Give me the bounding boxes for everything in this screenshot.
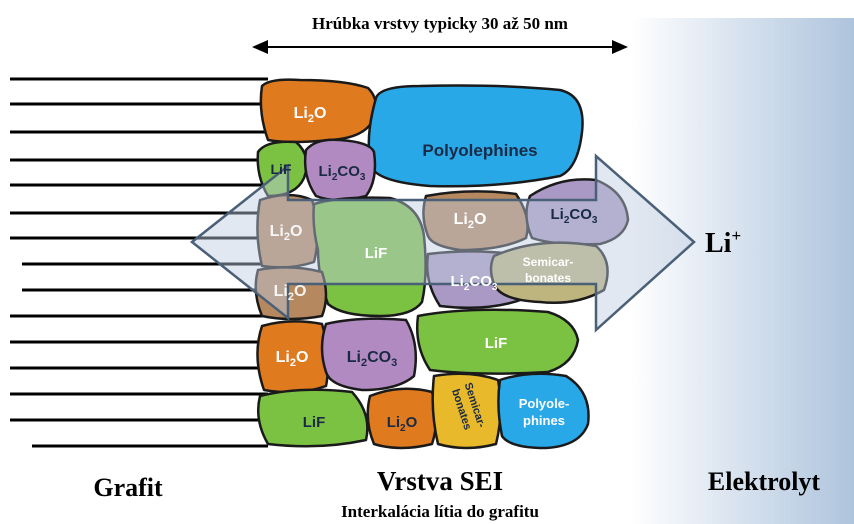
label-li2co3: Li2CO3 (319, 163, 366, 183)
particle-li2o (422, 190, 529, 252)
particle-labels: Li2O Polyolephines LiF Li2CO3 Li2O LiF L… (270, 105, 598, 434)
particle-li2co3 (525, 178, 630, 246)
label-li2o: Li2O (454, 211, 487, 231)
label-li2o: Li2O (270, 223, 303, 243)
label-li2o: Li2O (274, 283, 307, 303)
particle-lif (312, 196, 427, 318)
label-li2co3: Li2CO3 (347, 349, 397, 369)
graphite-layers (10, 77, 268, 448)
particle-li2o (366, 387, 438, 450)
label-polyolephines: Polyolephines (422, 141, 537, 160)
particle-li2co3 (320, 317, 417, 392)
label-li2o: Li2O (294, 105, 327, 125)
thickness-arrow (252, 40, 628, 54)
particle-li2co3 (303, 138, 377, 202)
label-semicarbonates: Semicar-bonates (523, 255, 574, 285)
label-polyolephines: Polyole-phines (519, 396, 570, 428)
intercalation-caption: Interkalácia lítia do grafitu (341, 502, 539, 521)
lithium-ion-label: Li+ (705, 226, 741, 259)
particle-semicarbonates (431, 372, 502, 450)
label-li2co3: Li2CO3 (451, 273, 498, 293)
particle-lif (257, 388, 369, 448)
particle-lif (256, 140, 308, 198)
label-lif: LiF (303, 414, 326, 431)
sei-particles (254, 78, 630, 450)
label-lif: LiF (365, 245, 388, 262)
label-li2co3: Li2CO3 (551, 206, 598, 226)
label-li2o: Li2O (387, 414, 418, 434)
particle-li2o (256, 320, 330, 394)
label-lif: LiF (485, 335, 508, 352)
particle-li2o (256, 193, 319, 269)
sei-label: Vrstva SEI (377, 466, 503, 496)
label-lif: LiF (271, 161, 292, 177)
electrolyte-label: Elektrolyt (708, 467, 821, 496)
particle-polyolephines (367, 84, 584, 188)
graphite-label: Grafit (93, 473, 163, 502)
particle-lif (416, 308, 580, 375)
label-li2o: Li2O (276, 349, 309, 369)
particle-polyolephines (497, 372, 590, 450)
intercalation-arrow (189, 153, 696, 333)
electrolyte-region (630, 18, 854, 524)
thickness-label: Hrúbka vrstvy typicky 30 až 50 nm (312, 14, 568, 33)
